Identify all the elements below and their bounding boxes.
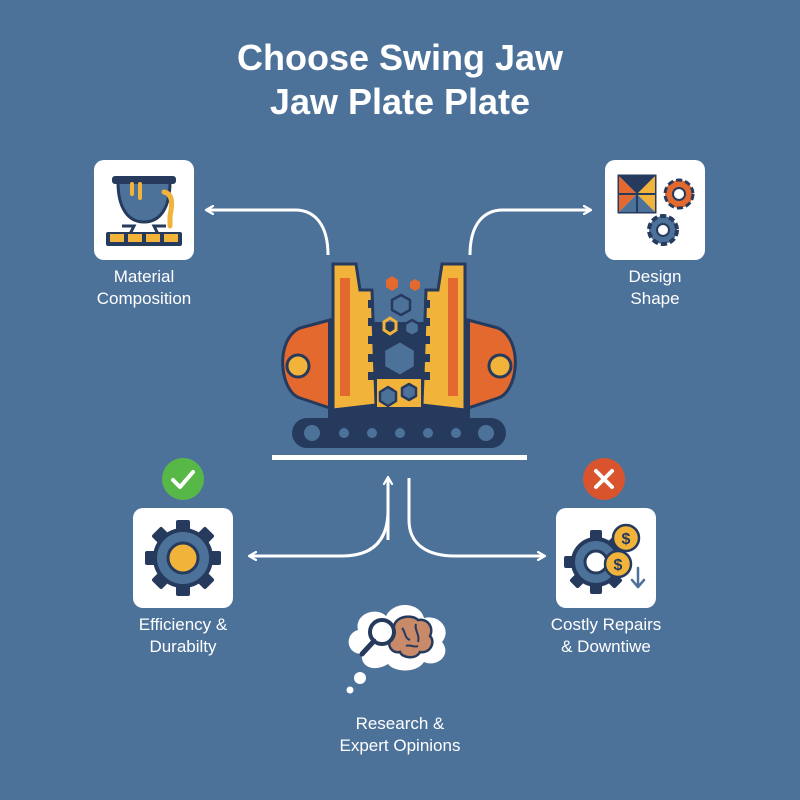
cross-badge-icon bbox=[582, 457, 626, 501]
svg-text:$: $ bbox=[614, 557, 623, 574]
svg-text:$: $ bbox=[622, 531, 631, 548]
material-composition-label: Material Composition bbox=[96, 267, 192, 308]
check-badge-icon bbox=[161, 457, 205, 501]
arrow-to-efficiency bbox=[250, 509, 390, 556]
design-shape-label: Design Shape bbox=[628, 267, 682, 308]
title-line-1: Choose Swing Jaw bbox=[236, 37, 564, 78]
gear-coins-icon: $ $ bbox=[564, 523, 646, 594]
melting-pot-icon bbox=[106, 176, 182, 246]
pattern-gears-icon bbox=[617, 174, 695, 246]
costly-repairs-label: Costly Repairs & Downtiwe bbox=[550, 615, 662, 656]
design-shape-card bbox=[605, 160, 705, 260]
arrow-to-material bbox=[207, 210, 330, 256]
material-composition-card bbox=[94, 160, 194, 260]
gear-icon bbox=[145, 520, 221, 596]
title-line-2: Jaw Plate Plate bbox=[269, 81, 531, 122]
arrow-to-costly bbox=[407, 478, 544, 556]
arrow-to-design bbox=[468, 210, 590, 256]
efficiency-durability-label: Efficiency & Durabilty bbox=[138, 615, 228, 656]
thought-brain-magnifier-icon bbox=[346, 604, 446, 694]
costly-repairs-card: $ $ bbox=[556, 508, 656, 608]
page-title: Choose Swing Jaw Jaw Plate Plate bbox=[0, 36, 800, 124]
efficiency-durability-card bbox=[133, 508, 233, 608]
research-label: Research & Expert Opinions bbox=[339, 714, 461, 755]
